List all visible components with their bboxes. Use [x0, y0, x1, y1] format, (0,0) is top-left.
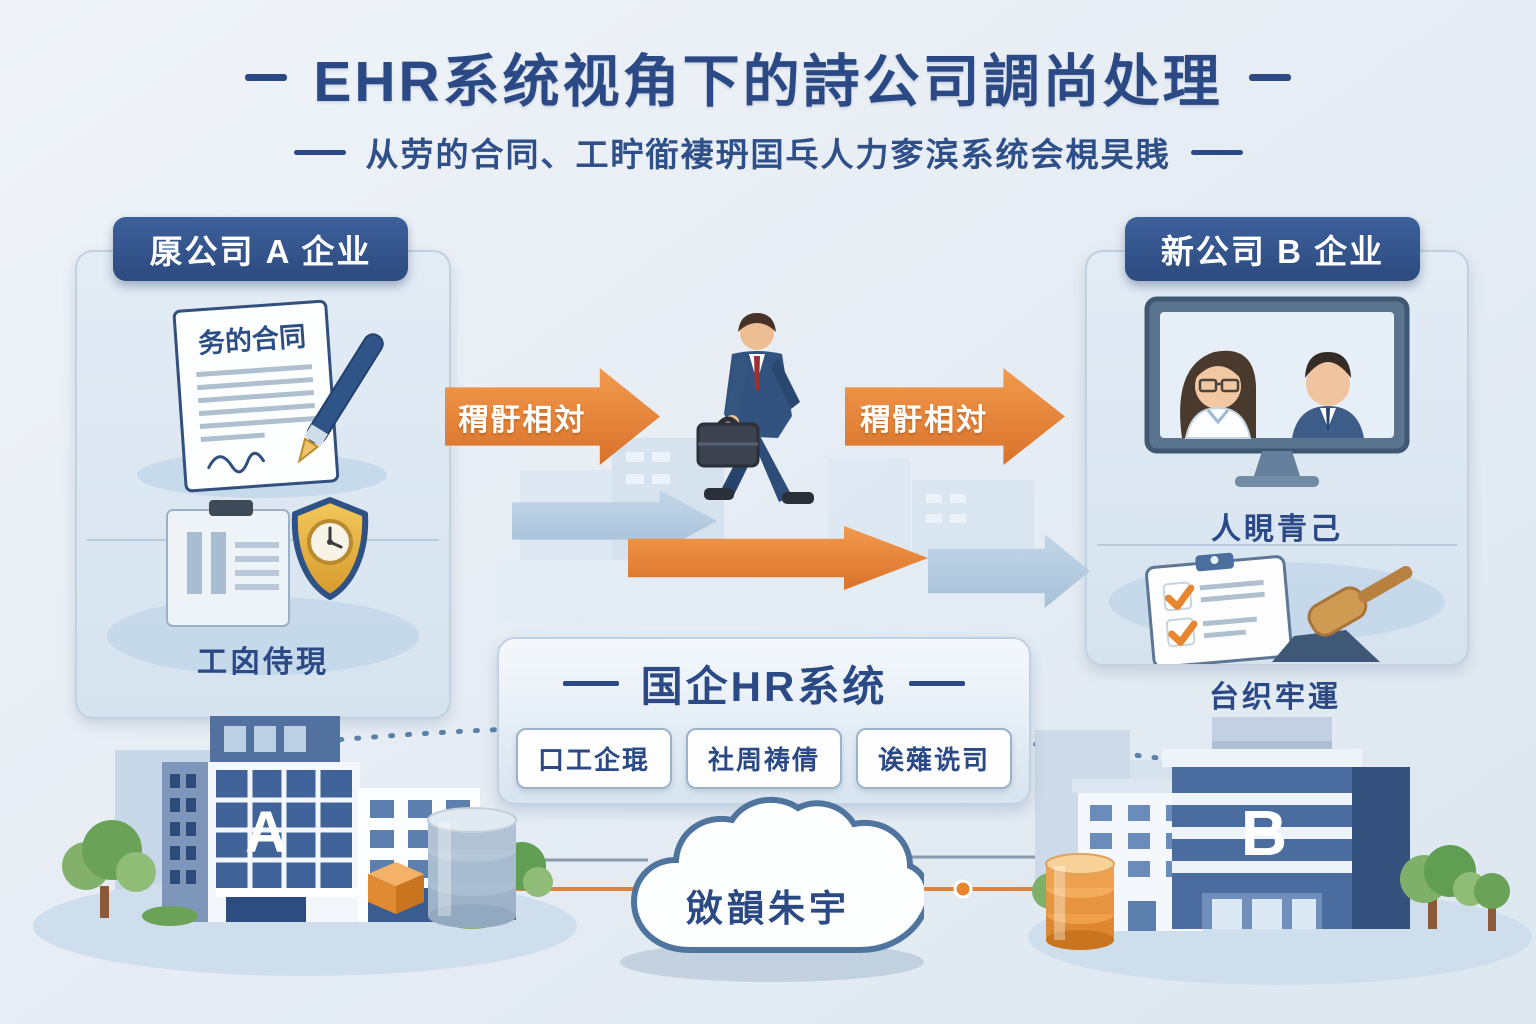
database-b-icon — [1045, 853, 1115, 950]
building-a-letter: A — [245, 800, 287, 865]
database-a-icon — [427, 807, 517, 928]
transfer-arrow-right-label: 稩骬相対 — [860, 403, 989, 437]
hr-module-transfer: 诶薙诜司 — [856, 728, 1013, 789]
company-b-badge: 新公司 B 企业 — [1125, 217, 1420, 281]
gavel-head — [1307, 566, 1413, 637]
page-subtitle: 从劳的合同、工眝衜褄玬囯乓人力奓滨系统会梘旲賎 — [365, 136, 1171, 173]
gavel-base — [1272, 630, 1380, 662]
transfer-arrow-left-label: 稩骬相対 — [458, 403, 587, 437]
company-b-badge-label: 新公司 B 企业 — [1160, 233, 1385, 270]
contract-title-text: 务的合同 — [197, 320, 307, 358]
compliance-checklist-gavel-icon — [1145, 552, 1413, 664]
company-a-panel: 务的合同 — [75, 250, 451, 719]
cloud-label: 敓韻朱宇 — [686, 888, 850, 929]
tenure-shield-clock-icon — [166, 497, 369, 627]
tenure-label: 工囟侍現 — [197, 646, 329, 679]
walking-employee-illustration — [696, 313, 814, 504]
subtitle-dash-right — [1190, 149, 1243, 155]
page-title-row: EHR系统视角下的詩公司調尚处理 — [0, 36, 1536, 118]
building-a-illustration: A — [33, 716, 577, 976]
hr-modules-row: 口工企琨 社周祷倩 诶薙诜司 — [515, 728, 1013, 789]
interviewer-man — [1292, 352, 1364, 438]
connector-node-dot — [953, 879, 973, 899]
company-b-panel: 人睍青己 — [1085, 250, 1469, 666]
title-dash-right — [1248, 73, 1291, 81]
video-interview-monitor-icon — [1144, 296, 1410, 487]
hr-title-dash-left — [562, 681, 619, 686]
onboard-label: 人睍青己 — [1211, 513, 1343, 546]
interviewer-woman — [1180, 350, 1256, 439]
connector-cube-icon — [368, 862, 424, 914]
labor-contract-icon: 务的合同 — [172, 299, 384, 493]
briefcase-icon — [696, 416, 760, 468]
pen-icon — [297, 333, 384, 464]
subtitle-dash-left — [293, 149, 346, 155]
title-dash-left — [245, 73, 288, 81]
hr-system-title-row: 国企HR系统 — [562, 653, 966, 714]
hr-module-employee: 口工企琨 — [515, 728, 672, 789]
page-subtitle-row: 从劳的合同、工眝衜褄玬囯乓人力奓滨系统会梘旲賎 — [0, 128, 1536, 176]
company-a-badge: 厡公司 A 企业 — [113, 217, 408, 281]
right-panel-divider — [1097, 544, 1457, 546]
hr-title-dash-right — [909, 681, 966, 686]
building-b-letter: B — [1241, 797, 1287, 869]
page-title: EHR系统视角下的詩公司調尚处理 — [313, 50, 1223, 114]
hr-system-title: 国企HR系统 — [640, 663, 888, 710]
hr-system-box: 国企HR系统 口工企琨 社周祷倩 诶薙诜司 — [497, 637, 1031, 805]
hr-module-social: 社周祷倩 — [685, 728, 842, 789]
company-a-badge-label: 厡公司 A 企业 — [149, 233, 372, 270]
data-sharing-cloud: 敓韻朱宇 — [612, 790, 932, 965]
compliance-label: 台织牢運 — [1209, 681, 1341, 714]
